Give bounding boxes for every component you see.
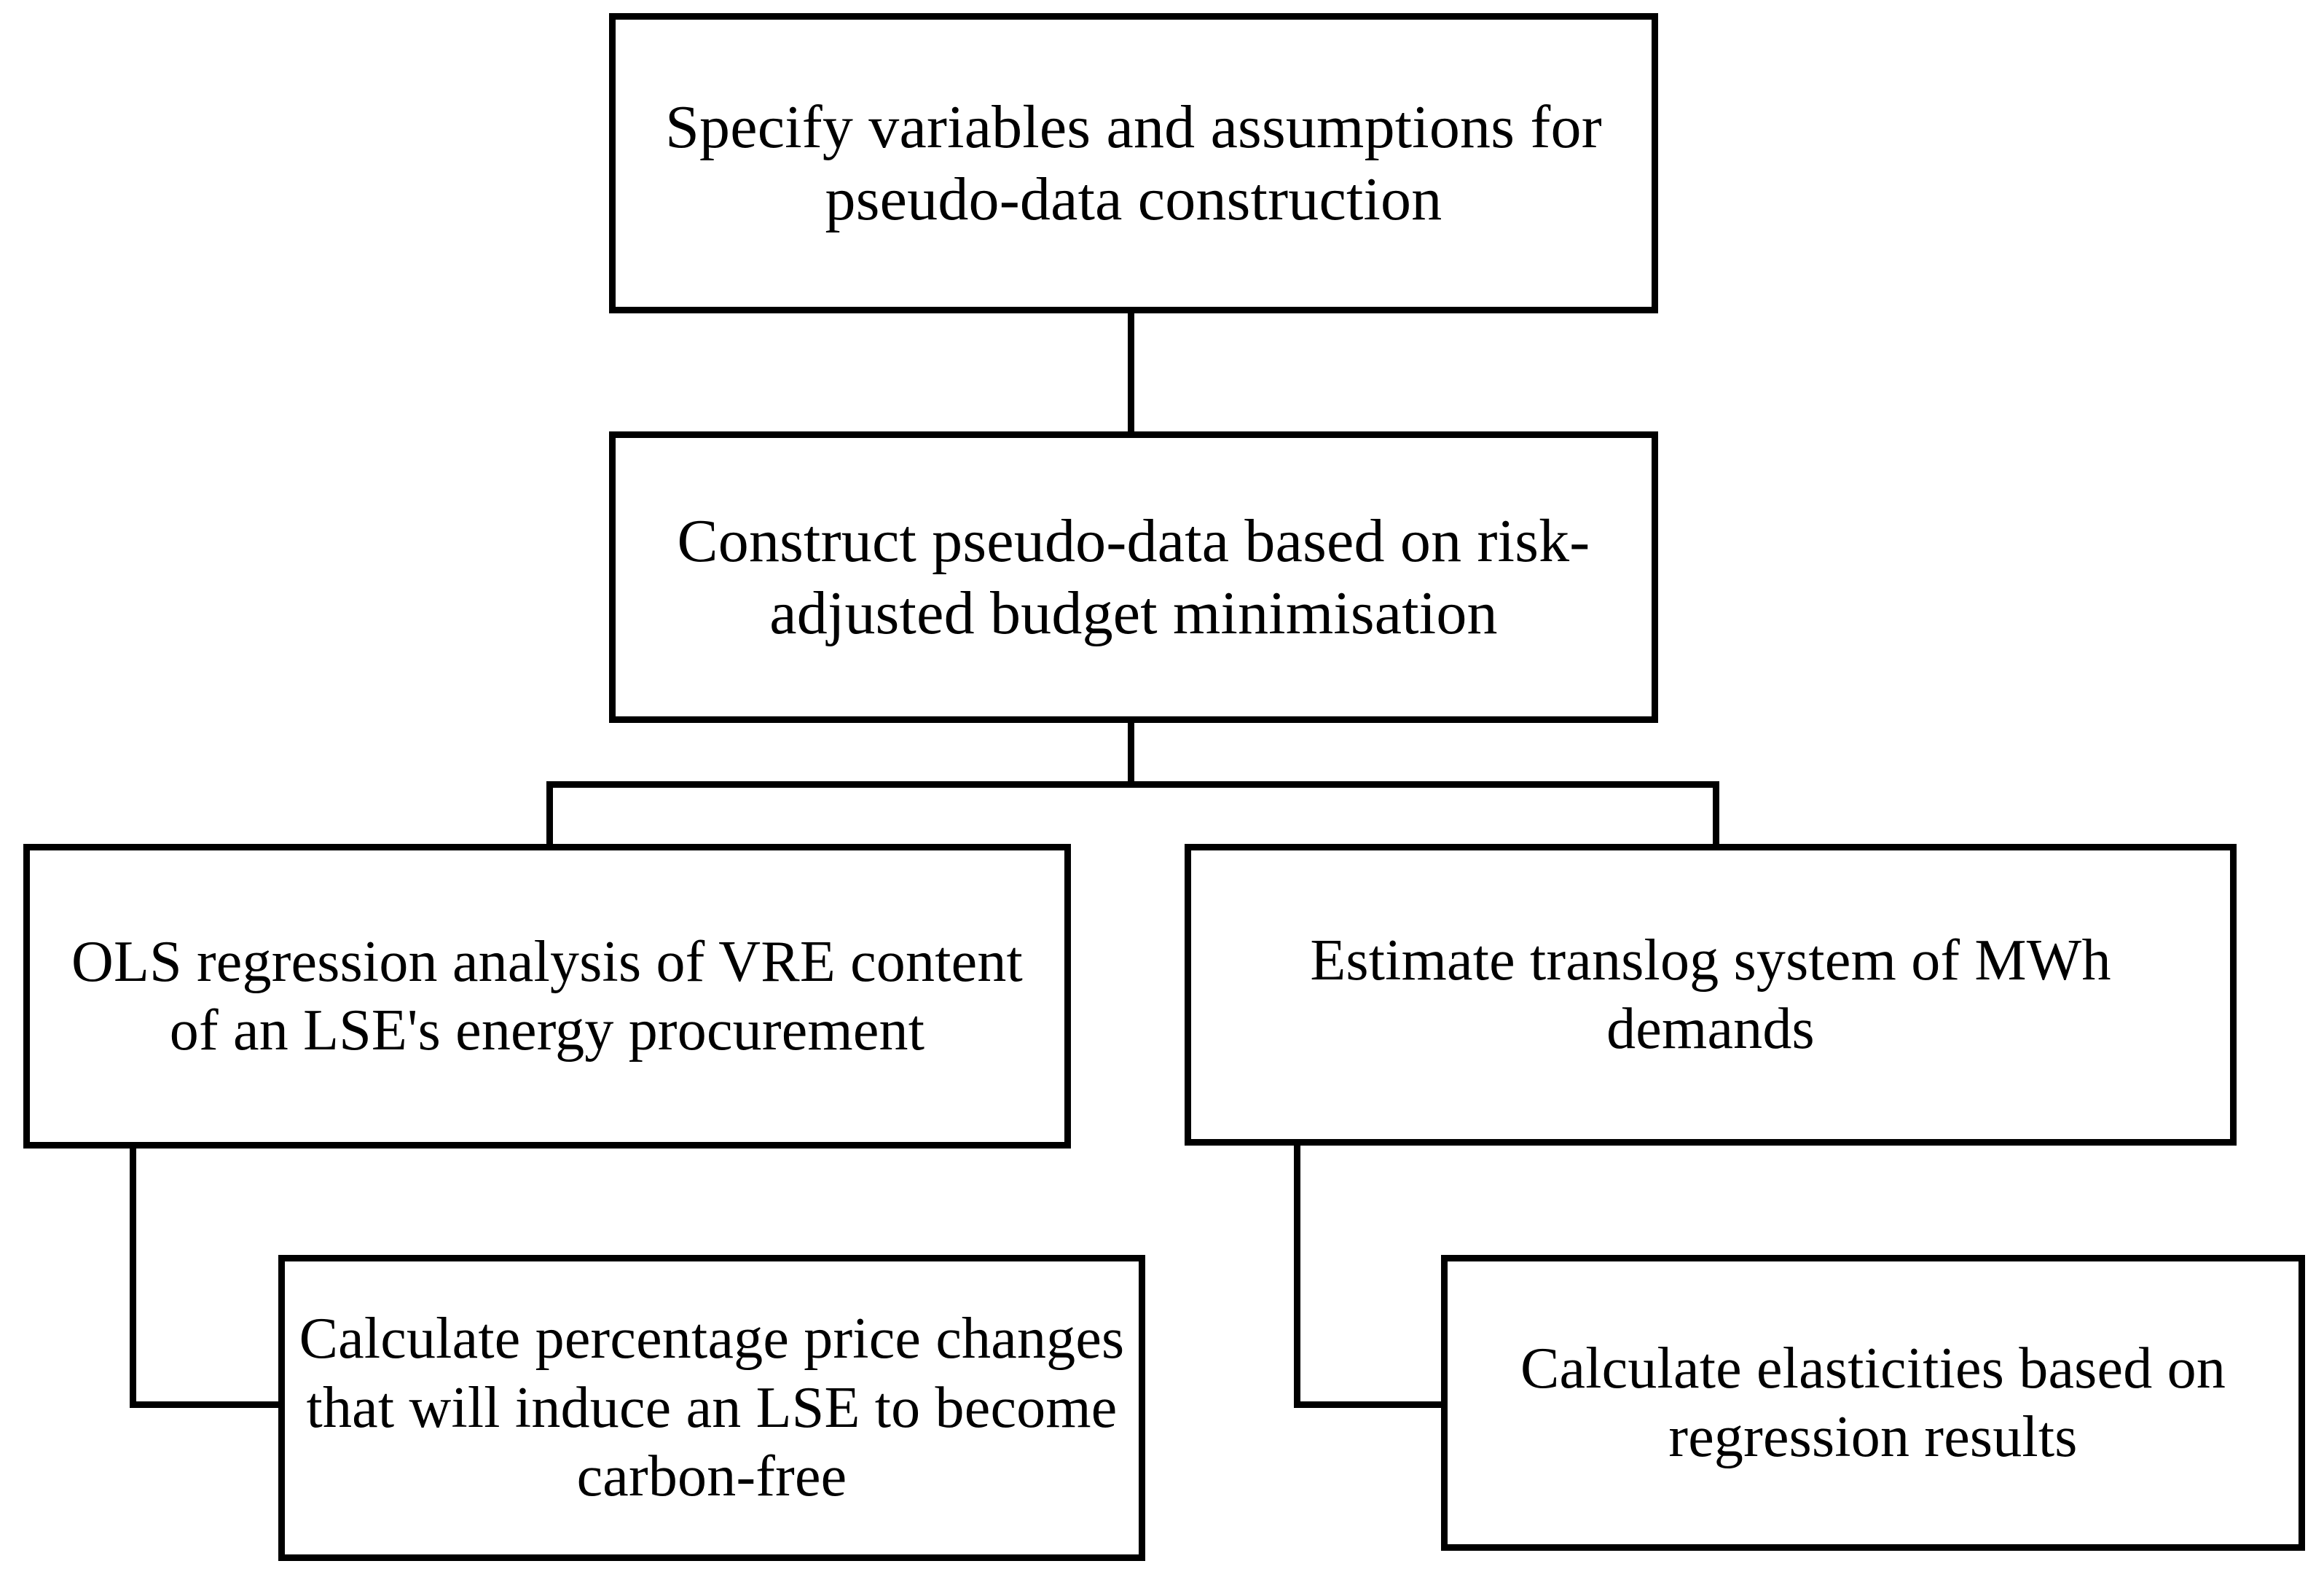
- node-ols-regression-label: OLS regression analysis of VRE content o…: [71, 929, 1023, 1063]
- connector-ols-to-price-changes: [130, 1401, 284, 1408]
- node-specify-variables: Specify variables and assumptions for ps…: [609, 13, 1658, 313]
- node-construct-pseudo-data-label: Construct pseudo-data based on risk-adju…: [677, 506, 1590, 647]
- node-translog-system: Estimate translog system of MWh demands: [1185, 844, 2237, 1146]
- connector-translog-down: [1294, 1146, 1300, 1408]
- connector-ols-down: [130, 1149, 136, 1408]
- node-construct-pseudo-data: Construct pseudo-data based on risk-adju…: [609, 431, 1658, 723]
- connector-construct-stub: [1128, 723, 1134, 787]
- node-price-changes-label: Calculate percentage price changes that …: [299, 1307, 1125, 1509]
- node-elasticities: Calculate elasticities based on regressi…: [1441, 1255, 2305, 1551]
- node-price-changes: Calculate percentage price changes that …: [278, 1255, 1145, 1561]
- node-specify-variables-label: Specify variables and assumptions for ps…: [665, 93, 1602, 233]
- node-translog-system-label: Estimate translog system of MWh demands: [1310, 928, 2111, 1061]
- node-ols-regression: OLS regression analysis of VRE content o…: [23, 844, 1071, 1149]
- connector-split-right-drop: [1713, 781, 1719, 847]
- connector-specify-to-construct: [1128, 313, 1134, 431]
- connector-split-bar: [546, 781, 1719, 788]
- node-elasticities-label: Calculate elasticities based on regressi…: [1520, 1336, 2226, 1469]
- connector-translog-to-elasticities: [1294, 1401, 1447, 1408]
- connector-split-left-drop: [546, 781, 553, 847]
